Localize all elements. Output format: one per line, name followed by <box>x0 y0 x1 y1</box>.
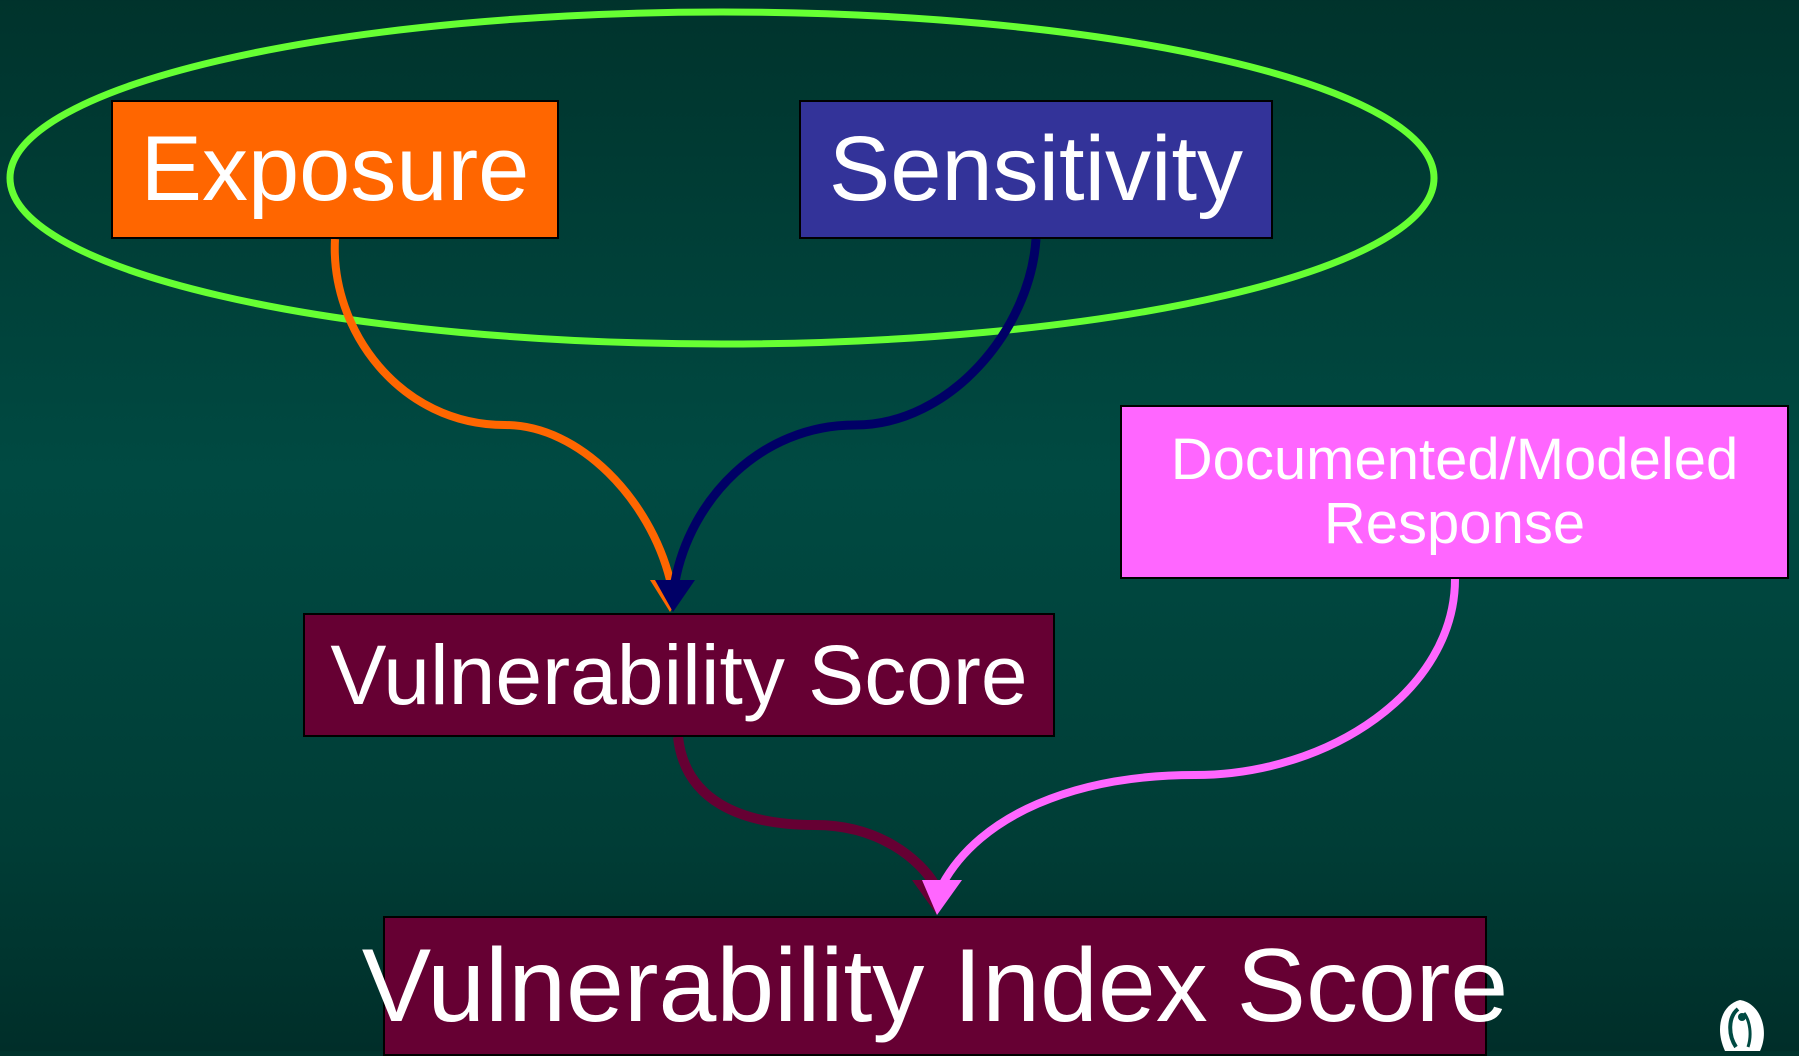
arrow-response-to-viscore <box>938 578 1459 887</box>
exposure-label: Exposure <box>140 117 530 220</box>
documented-modeled-response-box: Documented/Modeled Response <box>1120 405 1789 579</box>
arrow-exposure-to-vulnerability-score <box>330 238 674 581</box>
exposure-box: Exposure <box>111 100 559 239</box>
vulnerability-score-label: Vulnerability Score <box>330 627 1028 722</box>
arrowhead-sensitivity <box>655 580 695 612</box>
vulnerability-score-box: Vulnerability Score <box>303 613 1055 737</box>
arrow-sensitivity-to-vulnerability-score <box>670 238 1041 583</box>
response-label-line1: Documented/Modeled <box>1170 427 1739 493</box>
response-label-line2: Response <box>1323 491 1586 556</box>
logo-icon <box>1720 1000 1764 1051</box>
grouping-ellipse <box>6 8 1438 348</box>
arrowhead-response <box>922 880 962 915</box>
arrow-vscore-to-viscore <box>673 736 940 888</box>
vulnerability-index-score-box: Vulnerability Index Score <box>362 916 1508 1056</box>
vulnerability-index-score-label: Vulnerability Index Score <box>361 927 1509 1044</box>
sensitivity-box: Sensitivity <box>799 100 1273 239</box>
sensitivity-label: Sensitivity <box>828 117 1244 220</box>
